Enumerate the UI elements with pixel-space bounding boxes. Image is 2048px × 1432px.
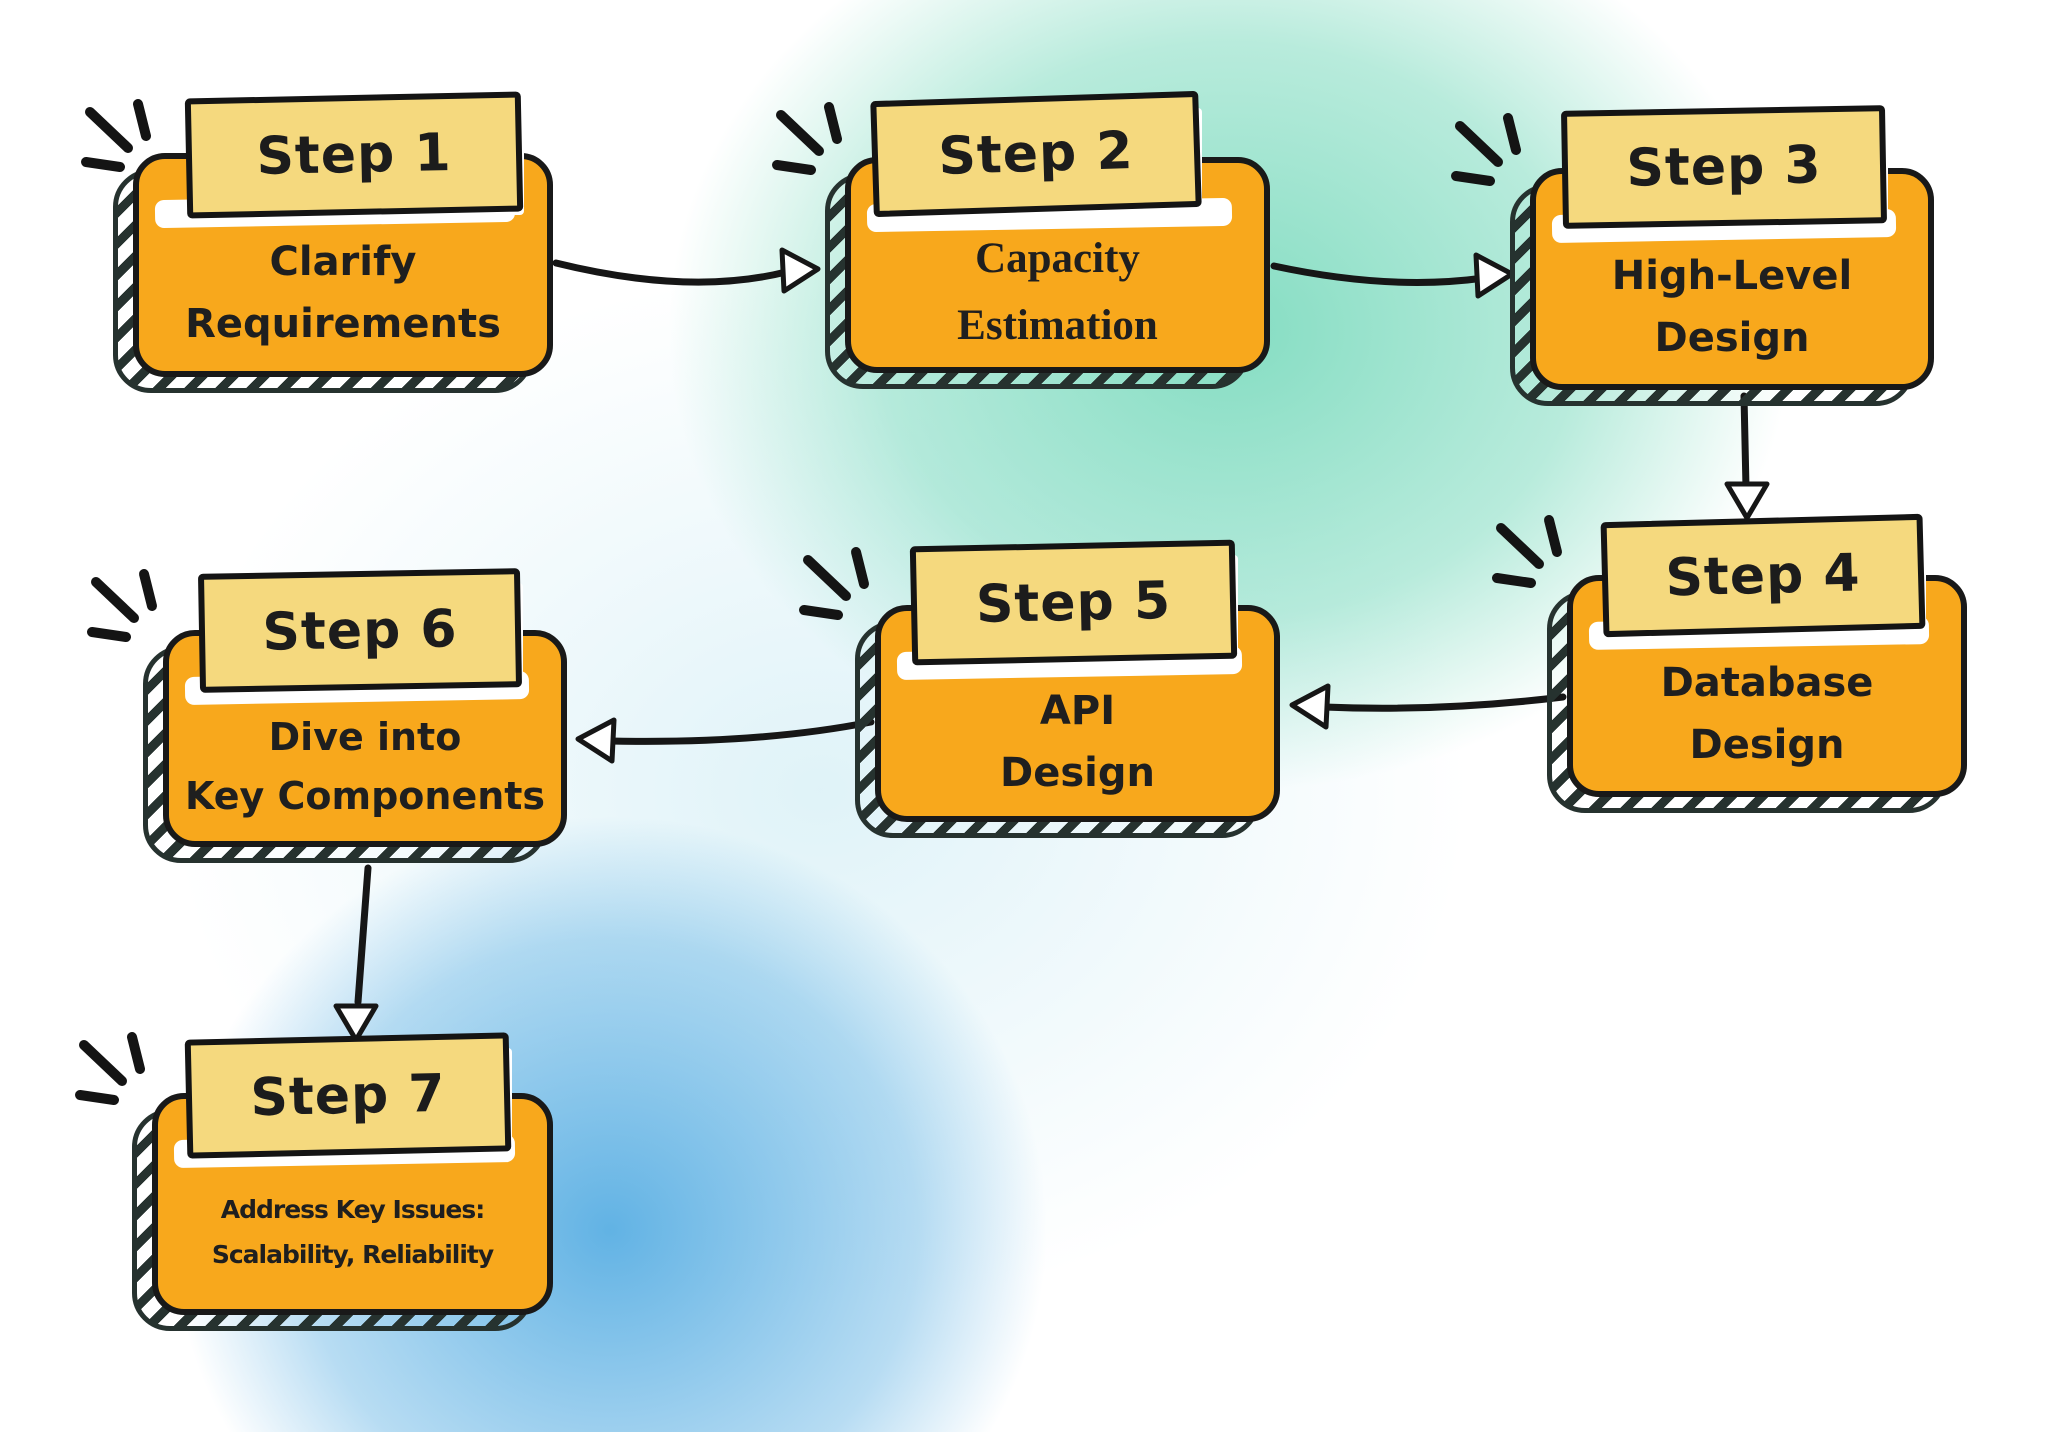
step-6-title: Dive into Key Components: [184, 714, 546, 818]
step-3-group: High-Level Design Step 3: [1510, 105, 1934, 406]
step-6-label: Step 6: [261, 598, 459, 663]
step-5-group: API Design Step 5: [855, 539, 1280, 838]
sparkle-icon: [87, 569, 157, 642]
step-5-header: Step 5: [909, 539, 1238, 666]
step-5-label: Step 5: [975, 570, 1172, 635]
arrow-step5-step6: [575, 717, 875, 764]
arrow-step2-step3: [1270, 252, 1515, 299]
arrowhead-icon: [1289, 683, 1331, 730]
step-1-title: Clarify Requirements: [185, 239, 501, 347]
step-2-label: Step 2: [937, 120, 1135, 188]
sparkle-icon: [772, 102, 842, 175]
step-4-title: Database Design: [1660, 660, 1874, 768]
step-3-title: High-Level Design: [1611, 253, 1853, 361]
step-4-label: Step 4: [1664, 542, 1862, 609]
step-4-group: Database Design Step 4: [1547, 513, 1967, 813]
step-6-header: Step 6: [197, 568, 523, 693]
sparkle-icon: [75, 1032, 145, 1105]
step-1-label: Step 1: [255, 122, 453, 188]
arrow-step3-step4: [1724, 392, 1770, 521]
sparkle-icon: [1451, 113, 1521, 186]
step-7-header: Step 7: [184, 1032, 512, 1159]
arrowhead-icon: [1473, 252, 1515, 299]
arrow-step6-step7: [333, 864, 379, 1043]
step-7-group: Address Key Issues: Scalability, Reliabi…: [132, 1032, 553, 1331]
step-3-header: Step 3: [1560, 105, 1888, 229]
step-3-label: Step 3: [1625, 135, 1823, 199]
step-1-group: Clarify Requirements Step 1: [113, 91, 553, 393]
step-6-group: Dive into Key Components Step 6: [143, 568, 567, 863]
step-2-title: Capacity Estimation: [957, 235, 1158, 349]
step-2-header: Step 2: [870, 90, 1202, 218]
step-7-label: Step 7: [249, 1063, 447, 1128]
sparkle-icon: [1492, 515, 1562, 588]
step-1-header: Step 1: [184, 91, 524, 219]
arrow-step1-step2: [552, 247, 821, 294]
arrowhead-icon: [575, 717, 617, 764]
arrowhead-icon: [779, 247, 821, 294]
arrow-step4-step5: [1289, 683, 1567, 730]
sparkle-icon: [799, 547, 869, 620]
arrowhead-icon: [1724, 481, 1770, 521]
step-7-title: Address Key Issues: Scalability, Reliabi…: [211, 1195, 494, 1269]
step-4-header: Step 4: [1600, 513, 1926, 638]
step-2-group: Capacity Estimation Step 2: [825, 90, 1270, 389]
step-5-title: API Design: [1000, 687, 1155, 796]
